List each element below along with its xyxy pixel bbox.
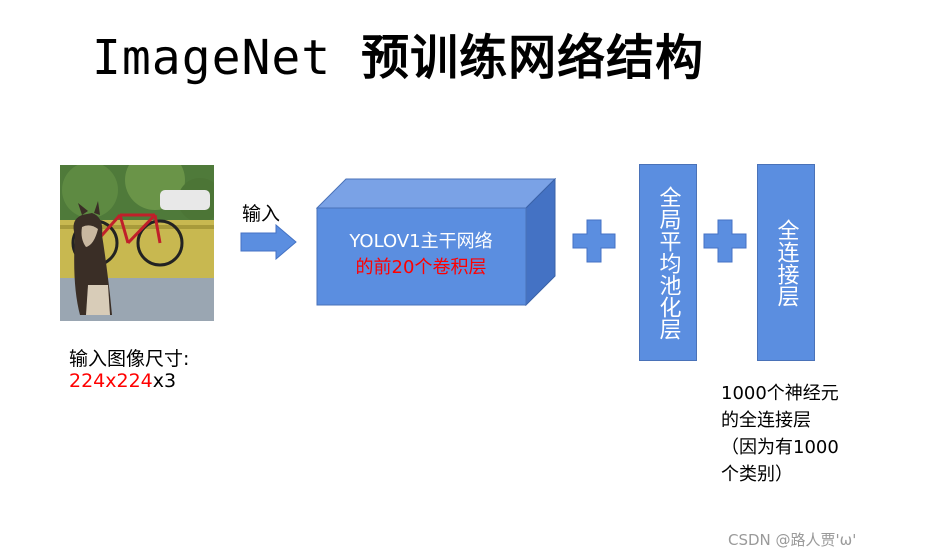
fc-desc-line2: 的全连接层	[721, 410, 811, 431]
input-size-dims-red: 224x224	[69, 370, 153, 392]
input-image-dog-bicycle	[60, 165, 214, 321]
plus-icon	[703, 219, 747, 263]
page-title: ImageNet 预训练网络结构	[92, 18, 704, 88]
input-size-dims: 224x224x3	[69, 370, 176, 392]
backbone-label: YOLOV1主干网络 的前20个卷积层	[318, 229, 524, 281]
backbone-line2: 的前20个卷积层	[355, 257, 487, 278]
fc-description: 1000个神经元 的全连接层 （因为有1000 个类别）	[721, 380, 839, 488]
input-label: 输入	[242, 203, 281, 225]
watermark: CSDN @路人贾'ω'	[728, 531, 857, 549]
input-size-label: 输入图像尺寸:	[69, 348, 190, 370]
fc-desc-line3: （因为有1000	[721, 437, 839, 458]
plus-icon	[572, 219, 616, 263]
right-arrow-icon	[240, 224, 297, 260]
backbone-cube	[316, 178, 556, 306]
global-avg-pool-layer: 全局平均池化层	[639, 164, 697, 361]
global-avg-pool-label: 全局平均池化层	[655, 185, 681, 340]
fully-connected-layer: 全连接层	[757, 164, 815, 361]
input-size-dims-rest: x3	[152, 370, 177, 392]
title-latin: ImageNet	[92, 30, 332, 86]
fully-connected-label: 全连接层	[773, 218, 799, 307]
fc-desc-line1: 1000个神经元	[721, 383, 839, 404]
backbone-line1: YOLOV1主干网络	[349, 231, 493, 252]
fc-desc-line4: 个类别）	[721, 464, 793, 485]
title-chinese: 预训练网络结构	[361, 30, 705, 86]
